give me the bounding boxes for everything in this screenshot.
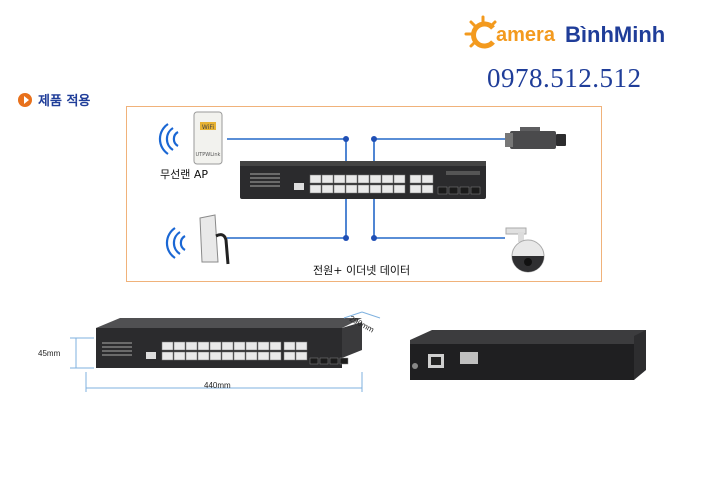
ptz-dome-camera-icon: [505, 227, 545, 273]
poe-switch: [240, 161, 486, 199]
wireless-ap-icon: WiFi UTPWLink: [193, 111, 223, 165]
phone-number: 0978.512.512: [487, 63, 642, 93]
diagram-caption: 전원+ 이더넷 데이터: [313, 264, 411, 277]
switch-front-view: [96, 318, 362, 368]
wifi-icon: [165, 227, 186, 259]
application-diagram-frame: [126, 106, 602, 282]
outdoor-ap-icon: [199, 214, 230, 265]
brand-name: BìnhMinh: [565, 22, 666, 47]
switch-rear-view: [410, 330, 646, 380]
dimension-lines: [70, 311, 381, 392]
box-camera-icon: [505, 127, 566, 149]
height-dimension-label: 45mm: [38, 349, 61, 358]
junction-dots: [343, 136, 377, 241]
svg-text:UTPWLink: UTPWLink: [196, 152, 221, 158]
svg-text:WiFi: WiFi: [202, 124, 214, 131]
brand-logo: [463, 14, 693, 54]
arrow-bullet-icon: [18, 92, 32, 107]
section-header: 제품 적용: [18, 90, 90, 109]
wifi-icon: [158, 123, 179, 155]
section-title: 제품 적용: [38, 94, 91, 109]
width-dimension-label: 440mm: [204, 381, 231, 390]
brand-camera-word: amera: [496, 24, 555, 46]
ap-label: 무선랜 AP: [160, 168, 209, 181]
sun-camera-icon: [464, 15, 497, 49]
